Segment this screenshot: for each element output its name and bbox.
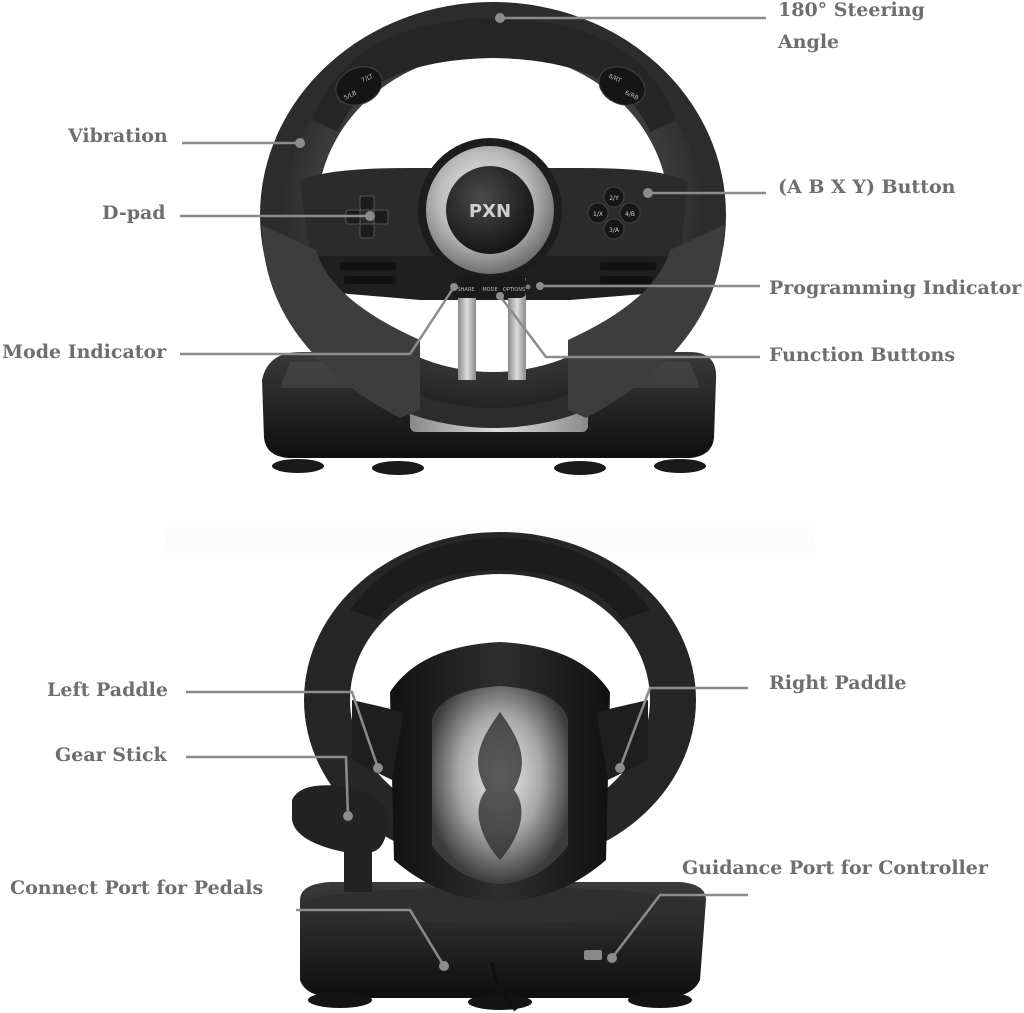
callout-steering-angle-line2: Angle xyxy=(778,31,840,53)
center-hub xyxy=(418,138,562,282)
callout-dpad: D-pad xyxy=(102,202,166,224)
fn-mode-label: MODE xyxy=(482,287,497,293)
callout-vibration: Vibration xyxy=(68,125,168,147)
left-shoulder-buttons xyxy=(335,66,383,106)
shoulder-left-lb: 5/LB xyxy=(343,90,358,102)
center-spokes xyxy=(458,278,526,380)
callout-steering-angle-line1: 180° Steering xyxy=(778,0,925,21)
fn-options-label: OPTIONS xyxy=(503,287,525,293)
fn-share-label: SHARE xyxy=(458,287,475,293)
programming-indicator-led xyxy=(525,284,531,290)
right-shoulder-buttons xyxy=(598,66,646,106)
function-buttons-group xyxy=(454,276,526,298)
btn-y-label: 2/Y xyxy=(609,195,619,202)
btn-a-label: 3/A xyxy=(609,227,620,234)
callout-gear-stick: Gear Stick xyxy=(55,744,167,766)
callout-mode-indicator: Mode Indicator xyxy=(2,341,167,363)
btn-x-label: 1/X xyxy=(593,211,603,218)
callout-connect-port: Connect Port for Pedals xyxy=(10,877,264,899)
callout-function-buttons: Function Buttons xyxy=(769,344,956,366)
abxy-buttons xyxy=(587,186,641,240)
leader-lines xyxy=(180,13,766,971)
callout-abxy-button: (A B X Y) Button xyxy=(778,176,956,198)
callout-right-paddle: Right Paddle xyxy=(769,672,907,694)
callout-left-paddle: Left Paddle xyxy=(47,679,168,701)
btn-b-label: 4/B xyxy=(625,211,635,218)
callout-guidance-port: Guidance Port for Controller xyxy=(682,857,988,879)
shoulder-left-lt: 7/LT xyxy=(360,73,374,85)
pxn-logo: PXN xyxy=(469,201,511,222)
wheel-rear-view xyxy=(292,532,706,1012)
callout-programming-indicator: Programming Indicator xyxy=(769,277,1022,299)
